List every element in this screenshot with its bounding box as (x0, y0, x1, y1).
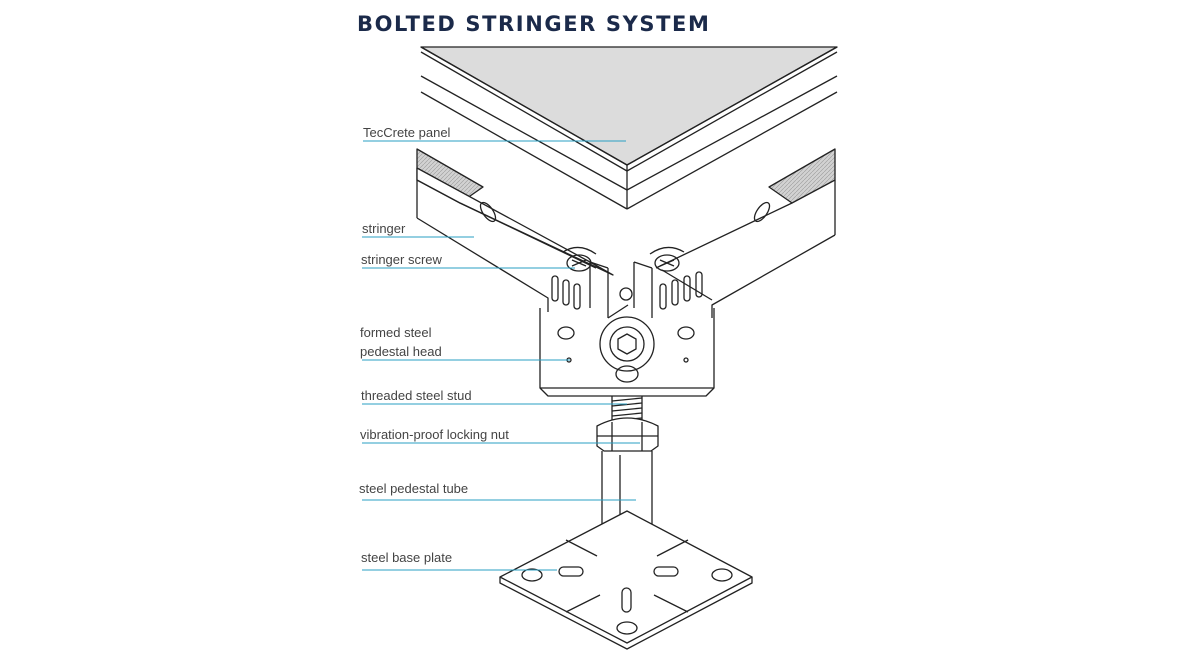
label-teccrete-panel: TecCrete panel (363, 125, 451, 140)
stringer-drawing (416, 148, 836, 319)
label-stringer: stringer (362, 221, 406, 236)
teccrete-panel-drawing (420, 46, 838, 210)
base-plate-drawing (499, 510, 753, 650)
locking-nut-drawing (596, 417, 659, 452)
diagram-title: BOLTED STRINGER SYSTEM (357, 12, 711, 36)
label-base-plate: steel base plate (361, 550, 452, 565)
stringer-screw-drawing (562, 246, 685, 272)
label-locking-nut: vibration-proof locking nut (360, 427, 509, 442)
pedestal-head-drawing (539, 287, 715, 397)
labels: TecCrete panel stringer stringer screw f… (359, 125, 509, 565)
leader-lines (362, 140, 640, 571)
label-threaded-stud: threaded steel stud (361, 388, 472, 403)
label-stringer-screw: stringer screw (361, 252, 443, 267)
label-pedestal-tube: steel pedestal tube (359, 481, 468, 496)
label-pedestal-head-line1: formed steel (360, 325, 432, 340)
label-pedestal-head-line2: pedestal head (360, 344, 442, 359)
drawing (416, 46, 838, 650)
